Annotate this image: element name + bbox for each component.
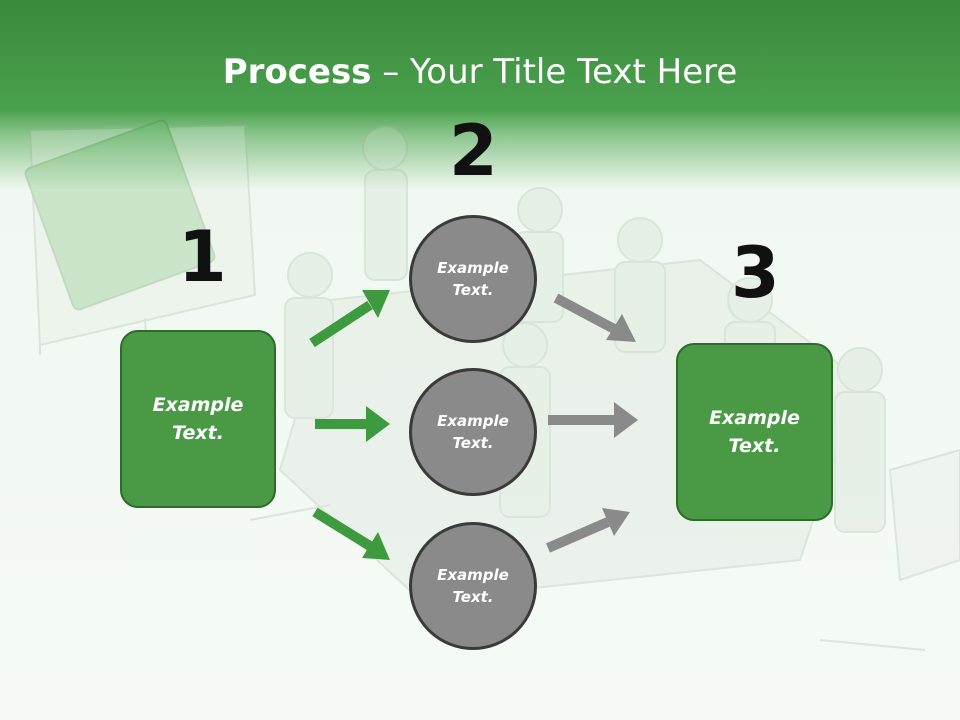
circle-middle-line1: Example: [437, 411, 509, 430]
circle-top-line2: Text.: [452, 281, 494, 299]
green-arrow-down: [312, 507, 390, 560]
title-bold: Process: [222, 52, 372, 92]
step-3-text-line1: Example: [709, 406, 800, 429]
title-rest: – Your Title Text Here: [371, 52, 738, 92]
step-1-text-line1: Example: [152, 393, 244, 416]
circle-middle-line2: Text.: [452, 434, 494, 452]
step-number-3: 3: [731, 232, 780, 314]
green-arrow-up: [309, 290, 390, 348]
step-number-1: 1: [178, 216, 227, 298]
circle-bottom-line2: Text.: [452, 588, 494, 606]
slide-title: Process – Your Title Text Here: [0, 52, 960, 92]
gray-arrow-down: [553, 293, 636, 342]
gray-arrow-right: [548, 402, 638, 438]
step-1-text-line2: Text.: [172, 422, 224, 444]
step-3-text-line2: Text.: [728, 435, 781, 457]
step-number-2: 2: [449, 110, 498, 192]
circle-top-line1: Example: [437, 258, 509, 277]
circle-bottom-line1: Example: [437, 565, 509, 584]
green-arrow-right: [315, 406, 390, 442]
gray-arrow-up: [546, 508, 630, 553]
